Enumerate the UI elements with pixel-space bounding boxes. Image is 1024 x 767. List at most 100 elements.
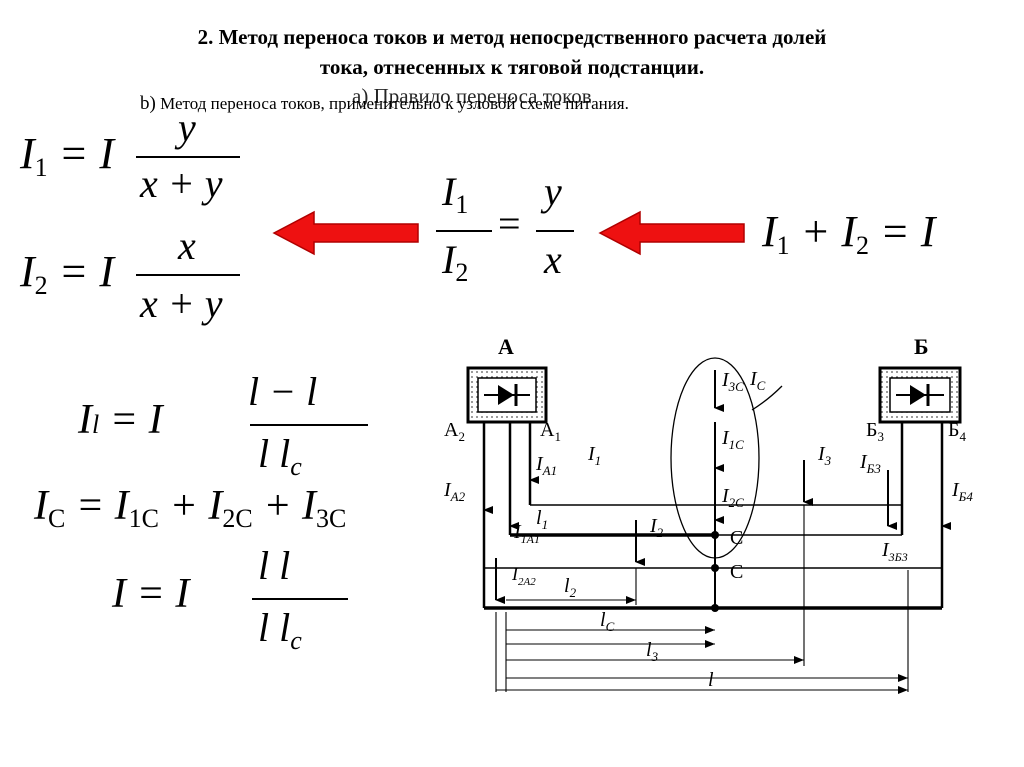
overlay-title: а) Правило переноса токов: [352, 84, 592, 108]
overlap1-den-sub: c: [290, 452, 302, 481]
ratio-num-sub: 1: [455, 190, 469, 219]
ic-plus1: + I: [169, 483, 223, 529]
formula-i1-num: y: [178, 105, 196, 150]
label-ia1: IА1: [535, 453, 557, 478]
overlap1-sub: l: [92, 410, 100, 439]
label-ib3: IБ3: [859, 451, 881, 476]
subtitle-label: b): [140, 93, 156, 114]
subtitle-text: Метод переноса токов, применительно к уз…: [160, 94, 629, 113]
label-node-c-2: С: [730, 561, 743, 583]
overlap2-bar: [252, 598, 348, 600]
formula-i1: I1 = I: [20, 128, 114, 183]
sum-eq: = I: [880, 207, 936, 256]
left-arrow-icon: [272, 210, 419, 256]
ratio-num-i: I: [442, 169, 456, 214]
ic-eq: = I: [75, 483, 129, 529]
formula-i1-eq: = I: [58, 129, 114, 178]
node-c-upper: [711, 531, 719, 539]
label-l3: l3: [646, 639, 659, 664]
ratio-den-sub: 2: [455, 258, 469, 287]
ratio-rhs-num: y: [544, 169, 562, 214]
feeder-labels: А2 А1 Б3 Б4: [444, 419, 966, 444]
formula-i1-sub: 1: [34, 153, 48, 182]
title-line-2: тока, отнесенных к тяговой подстанции.: [319, 55, 705, 79]
formula-i1-lhs: I: [20, 129, 35, 178]
label-b4: Б4: [948, 419, 966, 444]
label-b3: Б3: [866, 419, 884, 444]
diagram-labels: IС I3С I1С I2С I1 I2 I3 IА1 IА2 IБ3 IБ4 …: [443, 368, 973, 691]
overlap1-den: l lc: [258, 430, 302, 482]
track-lines: [484, 422, 942, 610]
label-i2c: I2С: [721, 485, 744, 510]
rectifier-icon: [484, 384, 530, 406]
label-l1: l1: [536, 507, 548, 532]
label-sub-b: Б: [914, 334, 929, 359]
label-i3: I3: [817, 443, 832, 468]
ic-t2: 2C: [222, 504, 253, 533]
label-i1: I1: [587, 443, 601, 468]
overlap-formula-2: I = I: [112, 570, 189, 618]
formula-i1-den: x + y: [140, 161, 223, 206]
ratio-bar-left: [436, 230, 492, 232]
formula-sum: I1 + I2 = I: [762, 206, 935, 261]
node-c-ellipse: [670, 357, 760, 559]
overlap1-eq: = I: [109, 397, 163, 443]
overlap2-den-l: l l: [258, 605, 291, 650]
overlap1-num-l: l: [248, 369, 260, 414]
ratio-num: I1: [442, 168, 468, 220]
label-ic: IС: [749, 368, 766, 393]
label-i1a1: I1А1: [513, 521, 540, 546]
formula-i2-eq: = I: [58, 247, 114, 296]
current-arrows: [483, 370, 951, 604]
rectifier-icon: [896, 384, 944, 406]
ratio-rhs-den: x: [544, 237, 562, 282]
formula-i2-sub: 2: [34, 271, 48, 300]
ic-lhs: I: [34, 483, 48, 529]
left-arrow-icon: [598, 210, 745, 256]
overlap2-den: l lc: [258, 604, 302, 656]
formula-i2-bar: [136, 274, 240, 276]
label-ib4: IБ4: [951, 479, 973, 504]
slide-title: 2. Метод переноса токов и метод непосред…: [40, 22, 984, 82]
label-i2: I2: [649, 515, 664, 540]
ratio-den: I2: [442, 236, 468, 288]
subtitle: b) Метод переноса токов, применительно к…: [140, 93, 629, 115]
label-node-c-1: С: [730, 527, 743, 549]
overlap1-num: l − l: [248, 368, 317, 415]
ic-sub: C: [48, 504, 66, 533]
label-i1c: I1С: [721, 427, 744, 452]
label-a2: А2: [444, 419, 465, 444]
sum-i1: I: [762, 207, 777, 256]
ratio-bar-right: [536, 230, 574, 232]
formula-i2-den: x + y: [140, 281, 223, 326]
node-c-lower: [711, 564, 719, 572]
dimension-arrows: [496, 596, 908, 694]
ic-t1: 1C: [128, 504, 160, 533]
overlap2-eq: = I: [136, 571, 190, 617]
overlap1-den-l: l l: [258, 431, 291, 476]
title-line-1: 2. Метод переноса токов и метод непосред…: [197, 25, 827, 49]
label-sub-a: А: [498, 334, 514, 359]
overlap1-num-l2: − l: [269, 369, 318, 414]
label-a1: А1: [540, 419, 561, 444]
formula-i2-num: x: [178, 223, 196, 268]
substation-a: [466, 366, 548, 424]
label-i2a2: I2А2: [511, 564, 536, 588]
ratio-den-i: I: [442, 237, 456, 282]
dimension-lines: [495, 505, 909, 692]
label-i3c: I3С: [721, 369, 744, 394]
overlap2-den-sub: c: [290, 626, 302, 655]
circuit-diagram: А Б С С: [443, 334, 973, 694]
overlap1-bar: [250, 424, 368, 426]
formula-i1-bar: [136, 156, 240, 158]
sum-sub1: 1: [776, 231, 790, 260]
formula-i2-lhs: I: [20, 247, 35, 296]
ratio-eq: =: [498, 201, 521, 246]
label-ia2: IА2: [443, 479, 466, 504]
overlap-formula-1: Il = I: [78, 396, 163, 444]
node-c-bottom: [711, 604, 719, 612]
overlap1-lhs: I: [78, 397, 92, 443]
feeders: [482, 422, 944, 608]
overlap2-num: l l: [258, 543, 291, 588]
label-lc: lС: [600, 609, 615, 634]
